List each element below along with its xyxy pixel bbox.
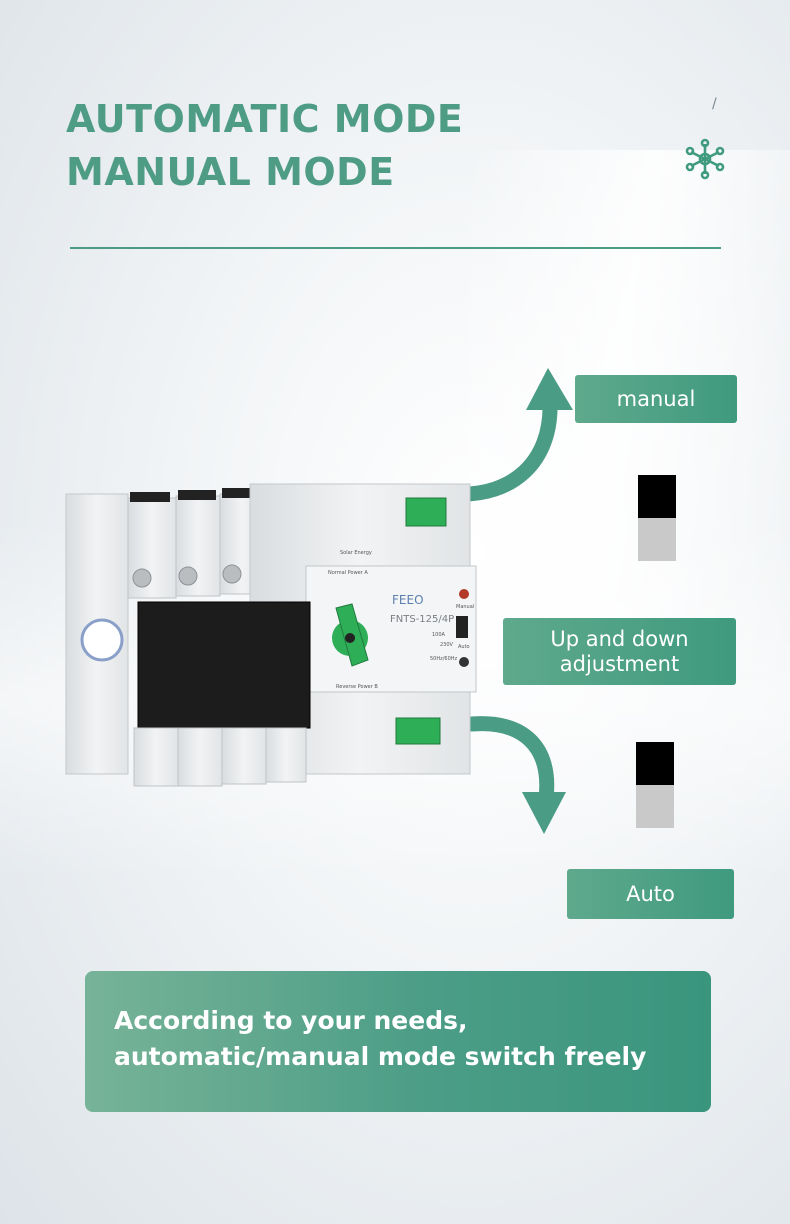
manual-mode-text: manual [616,386,696,411]
manual-mode-label: manual [575,375,737,423]
network-hub-icon [685,138,725,180]
rated-voltage: 230V [440,642,454,648]
arrow-up-icon [450,368,573,502]
green-terminal-top [405,497,447,527]
reverse-power-label: Reverse Power B [336,684,378,690]
auto-marking: Auto [458,644,470,650]
terminal-cover [137,601,311,729]
adjustment-text-line2: adjustment [559,651,680,676]
corner-mark: / [712,96,717,112]
certification-seal [80,618,124,662]
adjustment-text-line1: Up and down [550,626,689,651]
manual-marking: Manual [456,604,474,610]
rated-current: 100A [432,632,446,638]
mode-slide-switch [456,616,468,638]
feature-banner: According to your needs, automatic/manua… [85,971,711,1112]
solar-energy-label: Solar Energy [340,550,372,556]
banner-text-line2: automatic/manual mode switch freely [114,1042,647,1071]
indicator-a [459,589,469,599]
auto-mode-label: Auto [567,869,734,919]
page-title-line1: AUTOMATIC MODE [66,97,464,141]
normal-power-label: Normal Power A [328,570,368,576]
rated-power: 50Hz/60Hz [430,656,458,662]
auto-mode-text: Auto [626,881,675,906]
green-terminal-bottom [395,717,441,745]
switch-position-manual [638,475,676,561]
switch-track [636,785,674,828]
model-number: FNTS-125/4P [390,614,454,625]
arrow-down-icon [464,716,566,834]
header-divider [70,247,721,249]
switch-knob [638,475,676,518]
indicator-b [459,657,469,667]
switch-position-auto [636,742,674,828]
banner-text-line1: According to your needs, [114,1006,468,1035]
switch-knob [636,742,674,785]
brand-mark: FEEO [392,593,424,607]
green-handle [332,603,369,667]
transfer-switch-image: FEEO FNTS-125/4P Normal Power A Reverse … [65,483,477,787]
switch-track [638,518,676,561]
page-title-line2: MANUAL MODE [66,150,395,194]
adjustment-label: Up and down adjustment [503,618,736,685]
